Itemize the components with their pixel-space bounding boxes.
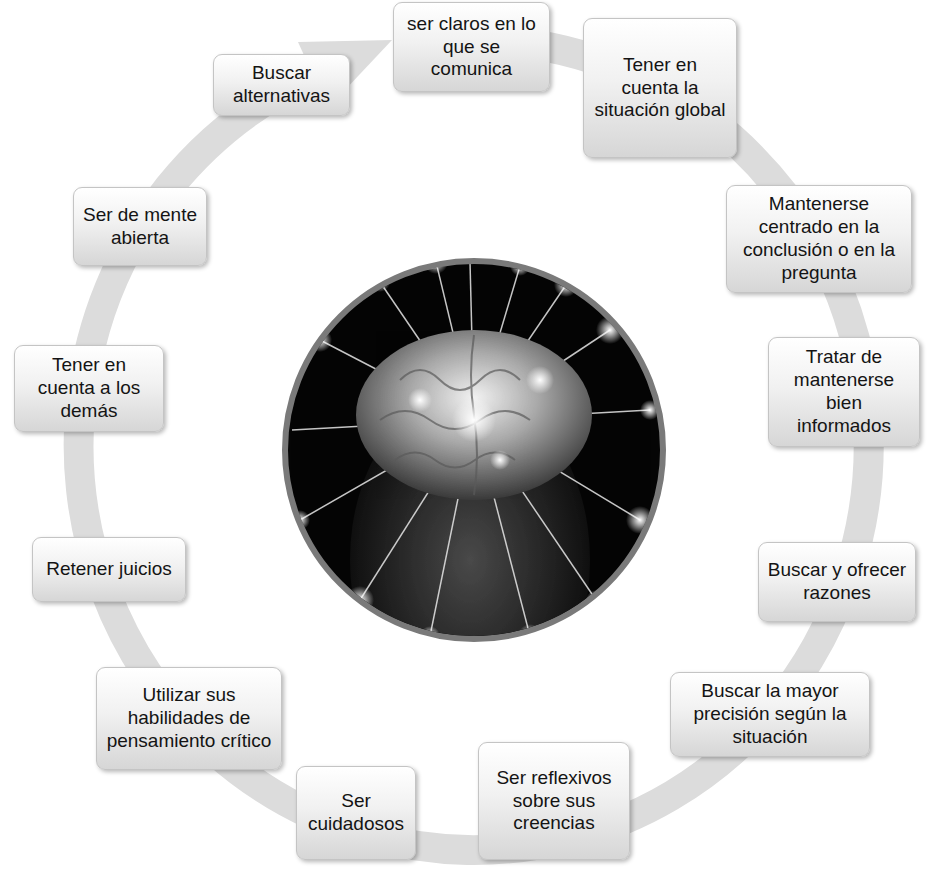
step-box: Ser cuidadosos xyxy=(296,766,416,860)
step-box: Tratar de mantenerse bien informados xyxy=(768,337,920,447)
step-text: Mantenerse centrado en la conclusión o e… xyxy=(735,193,903,284)
step-text: Ser de mente abierta xyxy=(82,204,198,250)
step-box: Buscar alternativas xyxy=(213,54,350,116)
step-text: Retener juicios xyxy=(46,558,172,581)
step-text: Ser cuidadosos xyxy=(305,790,407,836)
step-box: Tener en cuenta a los demás xyxy=(14,345,164,432)
step-text: Tratar de mantenerse bien informados xyxy=(777,346,911,437)
step-box: Retener juicios xyxy=(32,537,186,602)
step-box: Utilizar sus habilidades de pensamiento … xyxy=(96,667,282,770)
step-text: Buscar la mayor precisión según la situa… xyxy=(679,680,861,748)
cycle-ring xyxy=(79,40,869,850)
brain-illustration xyxy=(285,250,663,730)
step-box: Ser reflexivos sobre sus creencias xyxy=(478,742,630,860)
step-text: Utilizar sus habilidades de pensamiento … xyxy=(105,684,273,752)
step-box: ser claros en lo que se comunica xyxy=(393,2,550,92)
step-box: Buscar y ofrecer razones xyxy=(758,542,916,622)
step-box: Mantenerse centrado en la conclusión o e… xyxy=(726,185,912,293)
step-text: Tener en cuenta a los demás xyxy=(23,354,155,422)
step-text: Buscar alternativas xyxy=(222,62,341,108)
step-text: ser claros en lo que se comunica xyxy=(402,13,541,81)
step-text: Buscar y ofrecer razones xyxy=(767,559,907,605)
step-box: Buscar la mayor precisión según la situa… xyxy=(670,672,870,757)
step-text: Tener en cuenta la situación global xyxy=(592,54,728,122)
step-box: Tener en cuenta la situación global xyxy=(583,18,737,158)
step-text: Ser reflexivos sobre sus creencias xyxy=(487,767,621,835)
step-box: Ser de mente abierta xyxy=(73,187,207,266)
